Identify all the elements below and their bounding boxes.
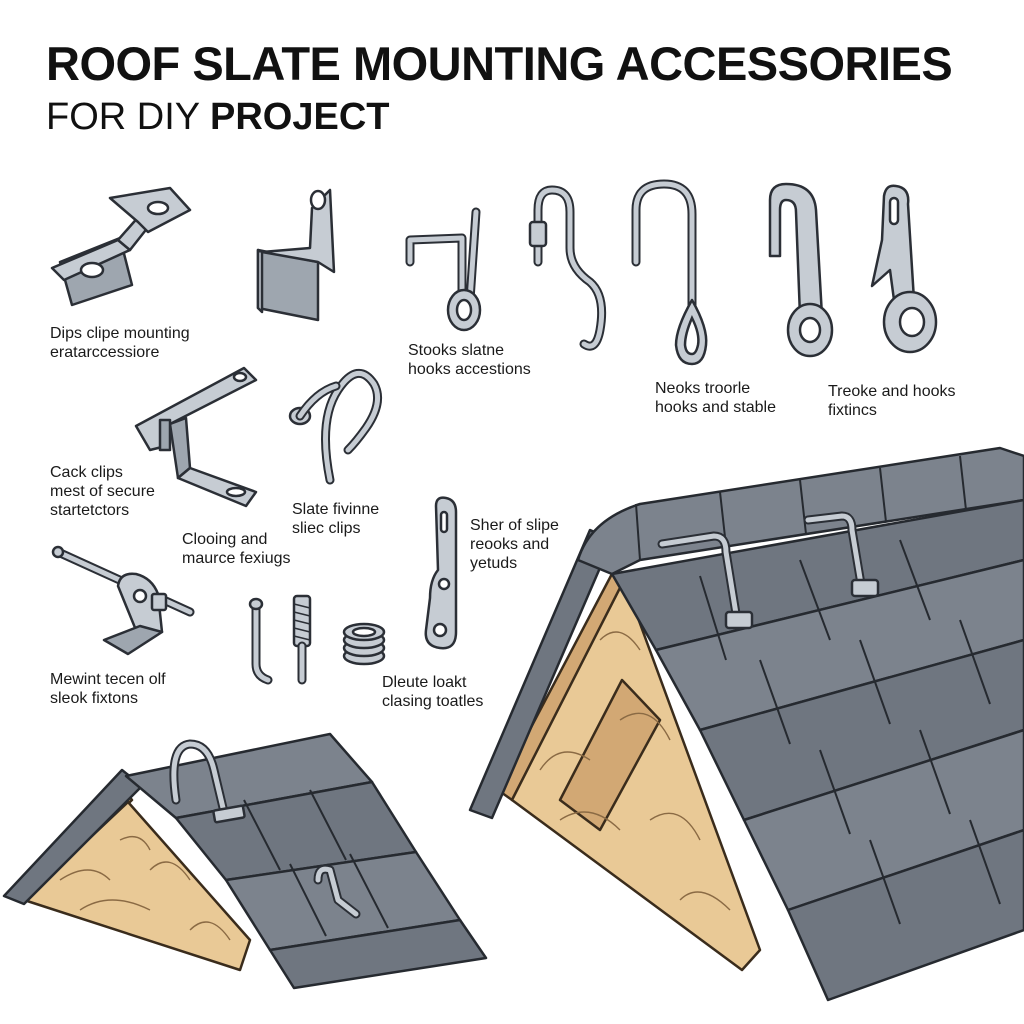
eye-hook-icon xyxy=(631,179,708,366)
subtitle-bold: PROJECT xyxy=(210,96,390,138)
rod-bracket-icon xyxy=(51,545,195,656)
label-mewint: Mewint tecen olf sleok fixtons xyxy=(50,671,166,707)
strap-plate-icon xyxy=(424,496,458,650)
mounting-bracket-icon xyxy=(50,186,192,307)
long-hook-icon xyxy=(768,182,834,358)
clip-hook-icon xyxy=(870,184,938,354)
label-slate-fivinne: Slate fivinne sliec clips xyxy=(292,501,380,537)
label-clooing: Clooing and maurce fexiugs xyxy=(182,531,291,567)
z-clip-icon xyxy=(256,188,336,322)
subtitle-prefix: FOR DIY xyxy=(46,96,200,138)
slate-hook-icon xyxy=(405,207,482,332)
screw-icon xyxy=(248,594,312,685)
label-stooks-slate: Stooks slatne hooks accestions xyxy=(408,342,531,378)
ridge-bracket-icon xyxy=(134,366,258,508)
page-subtitle: FOR DIY PROJECT xyxy=(46,96,389,139)
page-title: ROOF SLATE MOUNTING ACCESSORIES xyxy=(46,37,953,90)
label-treoke-hooks: Treoke and hooks fixtincs xyxy=(828,383,956,419)
spring-icon xyxy=(342,622,386,666)
small-roof-icon xyxy=(2,732,488,990)
s-hook-icon xyxy=(528,185,607,351)
label-sher-slipe: Sher of slipe reooks and yetuds xyxy=(470,517,559,572)
label-cack-clips: Cack clips mest of secure startetctors xyxy=(50,464,155,519)
label-neoks-trooole: Neoks troorle hooks and stable xyxy=(655,380,776,416)
label-dieute: Dleute loakt clasing toatles xyxy=(382,674,484,710)
swan-neck-hook-icon xyxy=(288,369,383,485)
label-dips-clips: Dips clipe mounting eratarccessiore xyxy=(50,325,190,361)
large-roof-icon xyxy=(468,446,1024,1002)
